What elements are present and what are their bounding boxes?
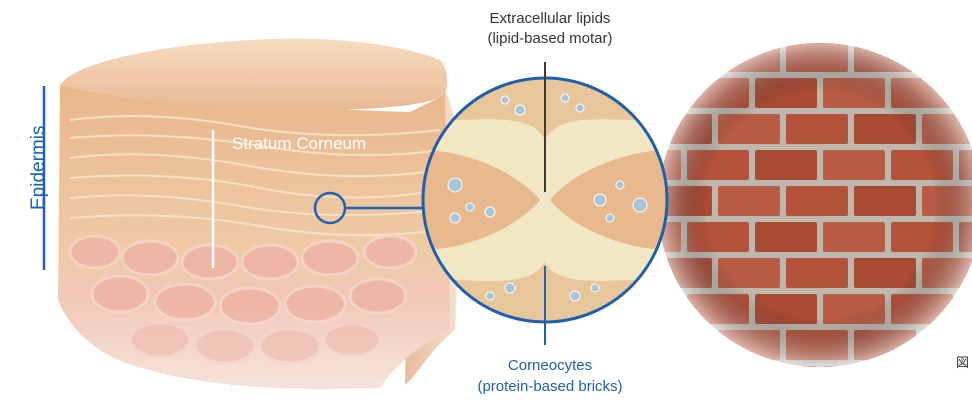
brick (959, 294, 972, 324)
corneocytes-label-line2: (protein-based bricks) (460, 378, 640, 395)
brick (650, 42, 712, 72)
epidermis-label: Epidermis (28, 150, 50, 210)
brick (891, 366, 953, 396)
brick-wall-photo (619, 40, 972, 396)
brick (650, 330, 712, 360)
lipids-label-line2: (lipid-based motar) (470, 30, 630, 47)
corneocytes-label-line1: Corneocytes (460, 357, 640, 374)
brick (619, 78, 681, 108)
brick (687, 366, 749, 396)
brick (619, 294, 681, 324)
lipids-label-line1: Extracellular lipids (470, 10, 630, 27)
brick (959, 78, 972, 108)
brick (922, 42, 972, 72)
brick (823, 366, 885, 396)
brick (755, 366, 817, 396)
figure-mark: 図 (956, 352, 969, 371)
stratum-corneum-label: Stratum Corneum (232, 134, 366, 154)
